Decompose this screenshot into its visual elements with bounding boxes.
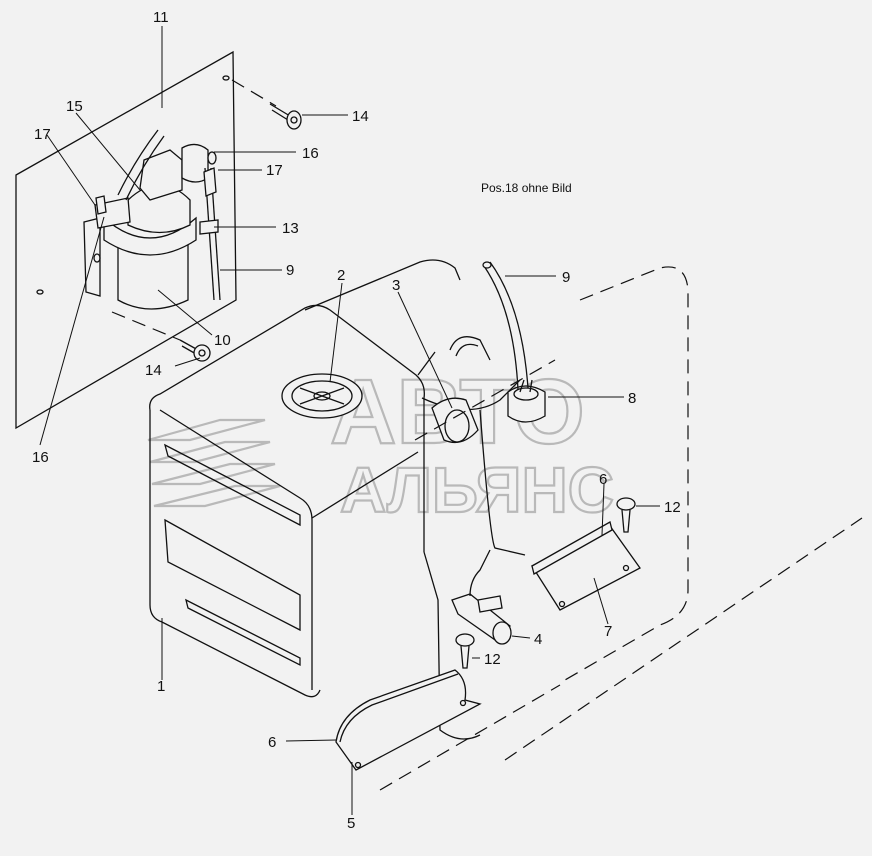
callout-4: 4 <box>534 631 542 648</box>
level-sender <box>431 336 546 444</box>
callout-3: 3 <box>392 277 400 294</box>
screw-12-right <box>616 497 636 533</box>
filler-cap <box>281 373 363 419</box>
callout-11: 11 <box>153 9 169 26</box>
callout-6-left: 6 <box>268 734 276 751</box>
callout-7: 7 <box>604 623 612 640</box>
callout-17-left: 17 <box>34 126 51 143</box>
tank <box>149 259 526 740</box>
callout-10: 10 <box>214 332 231 349</box>
leader-lines <box>39 26 660 815</box>
callout-2: 2 <box>337 267 345 284</box>
hose-9 <box>482 261 529 391</box>
fuel-filter-assembly <box>83 129 221 310</box>
callout-16-top: 16 <box>302 145 319 162</box>
callout-14-top: 14 <box>352 108 369 125</box>
note-pos18: Pos.18 ohne Bild <box>481 181 572 195</box>
callout-9-right: 9 <box>562 269 570 286</box>
callout-1: 1 <box>157 678 165 695</box>
watermark: АВТО АЛЬЯНС <box>147 360 615 527</box>
watermark-logo <box>147 418 281 508</box>
bracket-right <box>531 521 641 611</box>
screw-12-left <box>455 633 475 669</box>
callout-16-bottom: 16 <box>32 449 49 466</box>
callout-9-left: 9 <box>286 262 294 279</box>
bracket-left <box>335 669 482 771</box>
callout-6-right: 6 <box>599 471 607 488</box>
callout-15: 15 <box>66 98 83 115</box>
callout-labels: 11 15 17 14 16 17 13 9 10 14 16 2 3 9 8 … <box>32 9 681 832</box>
callout-5: 5 <box>347 815 355 832</box>
callout-12-right: 12 <box>664 499 681 516</box>
callout-14-bottom: 14 <box>145 362 162 379</box>
callout-8: 8 <box>628 390 636 407</box>
watermark-line2: АЛЬЯНС <box>340 454 614 526</box>
mounting-plate <box>15 50 237 430</box>
callout-17-right: 17 <box>266 162 283 179</box>
callout-12-left: 12 <box>484 651 501 668</box>
drain-tap <box>451 549 512 645</box>
screw-14-top <box>269 103 302 130</box>
phantom-outline <box>111 79 863 791</box>
screw-14-bottom <box>179 339 211 362</box>
callout-13: 13 <box>282 220 299 237</box>
